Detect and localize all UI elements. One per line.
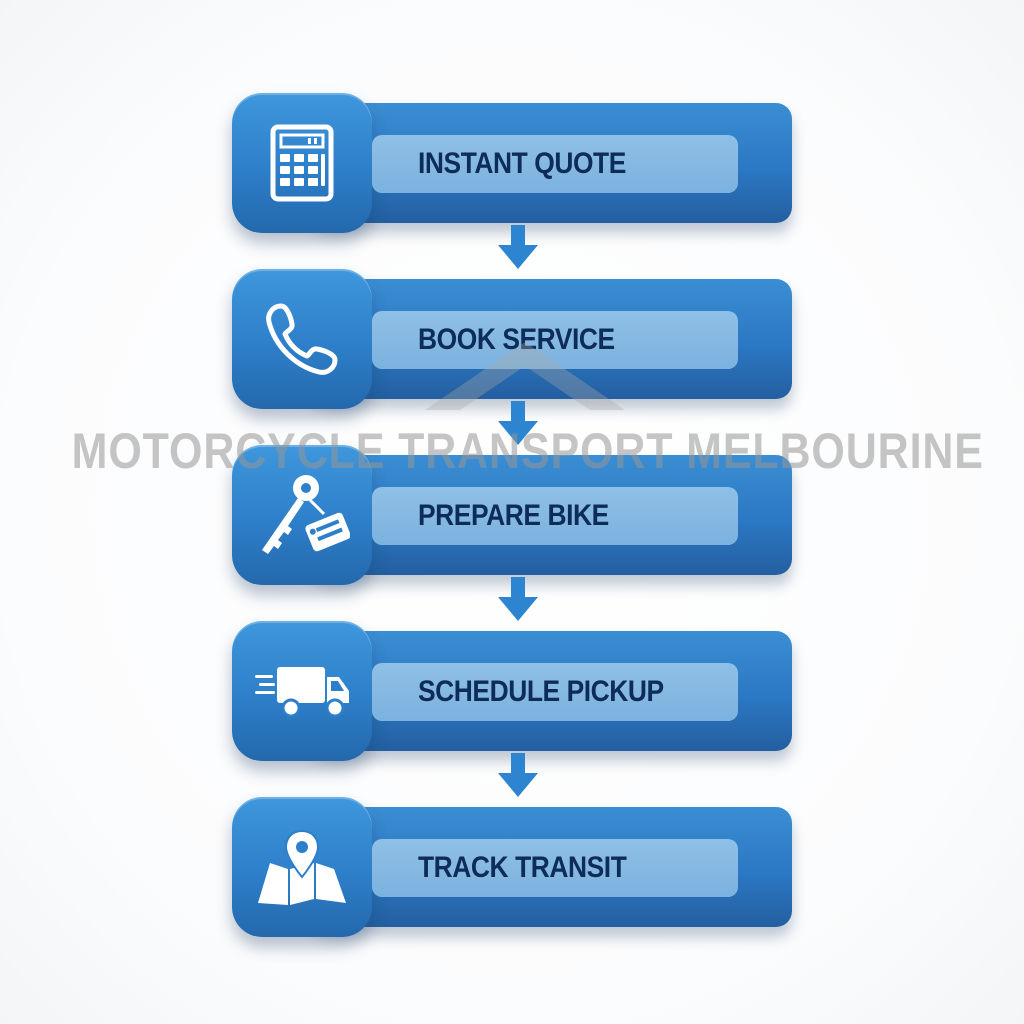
step-prepare-bike: PREPARE BIKE (232, 445, 792, 585)
step-icon-box (232, 93, 372, 233)
step-icon-box (232, 797, 372, 937)
down-arrow-icon (498, 225, 538, 269)
delivery-truck-icon (255, 667, 349, 718)
step-book-service: BOOK SERVICE (232, 269, 792, 409)
step-label-pill: TRACK TRANSIT (372, 839, 738, 897)
step-label: SCHEDULE PICKUP (418, 675, 664, 708)
down-arrow-icon (498, 753, 538, 797)
step-label: TRACK TRANSIT (418, 851, 627, 884)
phone-icon (266, 303, 338, 375)
step-label-pill: INSTANT QUOTE (372, 135, 738, 193)
step-label-pill: SCHEDULE PICKUP (372, 663, 738, 721)
step-track-transit: TRACK TRANSIT (232, 797, 792, 937)
calculator-icon (270, 124, 334, 202)
step-label-pill: PREPARE BIKE (372, 487, 738, 545)
step-label: INSTANT QUOTE (418, 147, 626, 180)
step-label-pill: BOOK SERVICE (372, 311, 738, 369)
step-schedule-pickup: SCHEDULE PICKUP (232, 621, 792, 761)
step-instant-quote: INSTANT QUOTE (232, 93, 792, 233)
step-label: PREPARE BIKE (418, 499, 609, 532)
step-icon-box (232, 445, 372, 585)
key-tag-icon (262, 475, 350, 554)
map-pin-icon (258, 829, 346, 905)
step-icon-box (232, 269, 372, 409)
step-label: BOOK SERVICE (418, 323, 615, 356)
step-icon-box (232, 621, 372, 761)
down-arrow-icon (498, 401, 538, 445)
down-arrow-icon (498, 577, 538, 621)
